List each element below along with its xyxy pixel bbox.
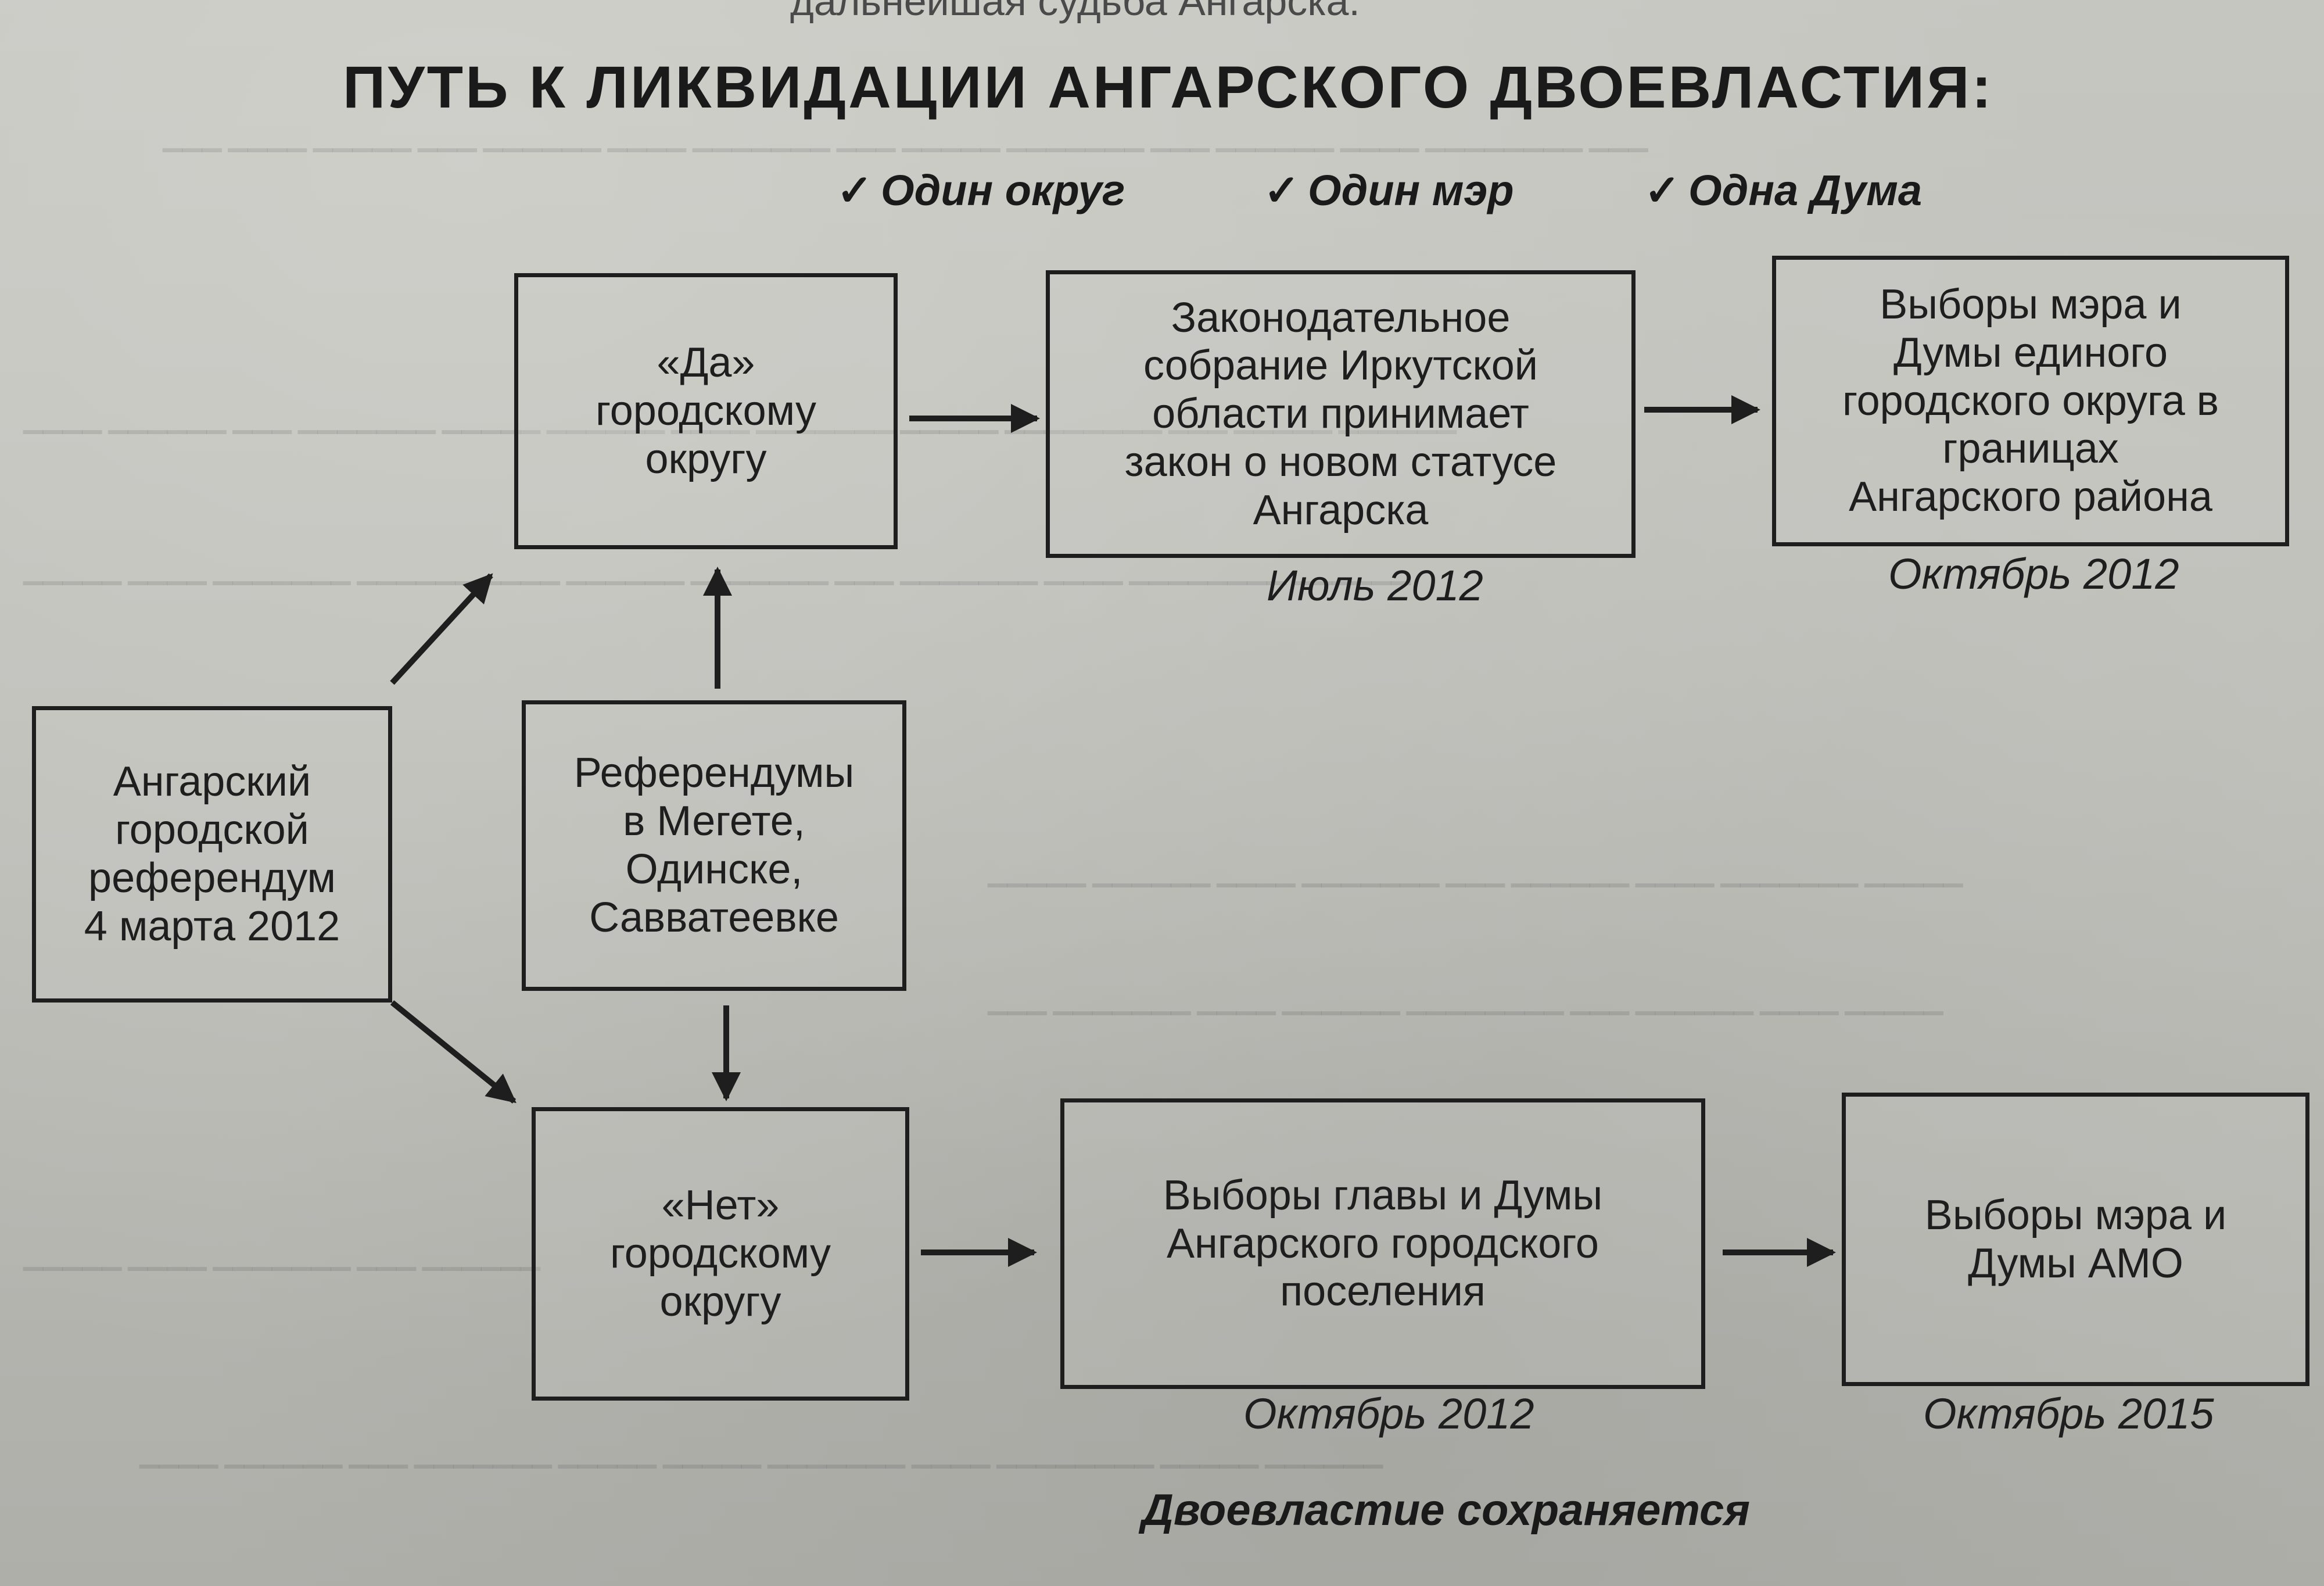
diarchy-remains-caption: Двоевластие сохраняется (1142, 1485, 1750, 1535)
checklist-item-one-duma: ✓Одна Дума (1644, 166, 1922, 216)
arrow-referendum-to-no (390, 1000, 517, 1104)
checklist-label: Один округ (881, 166, 1125, 214)
checkmark-icon: ✓ (837, 166, 873, 214)
box-yes-to-city-district: «Да» городскому округу (514, 273, 898, 549)
checklist-label: Один мэр (1308, 166, 1514, 214)
box-unified-district-elections: Выборы мэра и Думы единого городского ок… (1772, 256, 2289, 546)
checkmark-icon: ✓ (1264, 166, 1300, 214)
bleed-through-text: ▁▁▁▁ ▁▁▁▁▁▁ ▁▁▁ ▁▁▁▁▁▁▁ ▁▁▁▁▁ ▁▁▁▁▁▁ ▁▁▁… (23, 405, 1457, 434)
box-amo-elections: Выборы мэра и Думы АМО (1842, 1093, 2309, 1386)
checklist-label: Одна Дума (1688, 166, 1923, 214)
bleed-through-text: ▁▁▁ ▁▁▁▁▁▁▁ ▁▁▁▁ ▁▁▁▁▁▁ ▁▁▁▁▁▁▁▁ ▁▁▁ ▁▁▁… (988, 986, 1943, 1015)
bleed-through-text: ▁▁▁▁▁ ▁▁▁▁ ▁▁▁▁▁▁▁ ▁▁▁ ▁▁▁▁▁▁ (23, 1242, 540, 1270)
checklist-item-one-mayor: ✓Один мэр (1264, 166, 1514, 216)
diagram-title: ПУТЬ К ЛИКВИДАЦИИ АНГАРСКОГО ДВОЕВЛАСТИЯ… (343, 54, 1994, 120)
box-other-referendums: Референдумы в Мегете, Одинске, Савватеев… (522, 700, 906, 991)
bleed-through-text: ▁▁▁▁▁ ▁▁▁▁▁▁ ▁▁▁▁ ▁▁▁▁▁▁▁ ▁▁▁ ▁▁▁▁▁▁ ▁▁▁… (988, 858, 1963, 887)
bleed-through-text: ▁▁▁▁ ▁▁▁▁▁▁ ▁▁▁ ▁▁▁▁▁▁▁ ▁▁▁▁▁ ▁▁▁▁▁ ▁▁▁▁… (139, 1440, 1383, 1468)
previous-paragraph-fragment: дальнейшая судьба Ангарска. (790, 0, 1360, 24)
checkmark-icon: ✓ (1644, 166, 1681, 214)
box-legislative-assembly: Законодательное собрание Иркутской облас… (1046, 270, 1636, 558)
date-settlement-elections: Октябрь 2012 (1243, 1390, 1534, 1438)
box-city-referendum: Ангарский городской референдум 4 марта 2… (32, 706, 392, 1003)
arrow-referendum-to-yes (390, 573, 493, 685)
box-settlement-elections: Выборы главы и Думы Ангарского городског… (1060, 1098, 1705, 1389)
checklist-item-one-district: ✓Один округ (837, 166, 1125, 216)
box-no-to-city-district: «Нет» городскому округу (532, 1107, 909, 1401)
date-unified-elections: Октябрь 2012 (1888, 550, 2179, 598)
bleed-through-text: ▁▁▁ ▁▁▁▁ ▁▁▁▁▁ ▁▁▁ ▁▁▁▁▁▁ ▁▁▁▁ ▁▁▁▁▁▁▁ ▁… (163, 123, 1648, 152)
date-amo-elections: Октябрь 2015 (1923, 1390, 2214, 1438)
date-legislative: Июль 2012 (1267, 561, 1483, 610)
